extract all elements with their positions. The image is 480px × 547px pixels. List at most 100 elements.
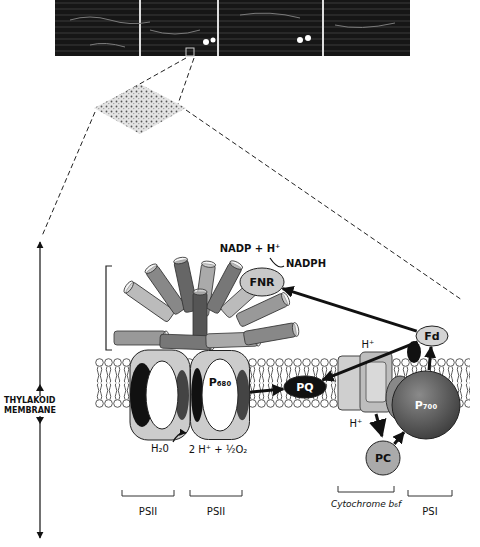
node-label: PC [375, 452, 391, 465]
electron-flow-arrow [250, 389, 283, 392]
cytochrome-b6f [338, 352, 392, 412]
electron-flow-arrow [283, 289, 417, 332]
membrane-trace [240, 13, 300, 18]
membrane-trace [150, 30, 200, 34]
node-text-group: PQ [296, 381, 313, 394]
node-outline [190, 350, 250, 440]
helix-cylinder [114, 331, 169, 345]
node-text-group: P₇₀₀ [415, 399, 438, 412]
helix-cylinder [194, 260, 216, 316]
zoom-marker [186, 48, 194, 56]
psii-subunit [191, 368, 203, 422]
node-text-group: FNR [249, 276, 274, 289]
bracket [338, 486, 394, 492]
complex-label: Cytochrome b₆f [330, 498, 402, 510]
helix-cylinder [193, 289, 207, 344]
helix-cylinder [243, 322, 300, 345]
cyt-subunit [366, 362, 386, 402]
electron-flow-arrow [429, 347, 431, 370]
helix-cylinder [122, 280, 175, 323]
panel-gap [139, 0, 141, 56]
membrane-trace [335, 23, 395, 28]
reaction-centre: P₆₈₀ [190, 350, 250, 440]
reaction-curve [270, 258, 284, 267]
psii-subunit [175, 370, 189, 420]
node-label: Fd [424, 330, 439, 343]
enzyme-oval: FNR [239, 267, 285, 297]
psii-subunit [130, 363, 154, 427]
plastoglobule [297, 37, 303, 43]
helix-cylinder [160, 334, 215, 350]
complex-label: PSII [138, 506, 158, 518]
plastoglobule [305, 35, 311, 41]
complex-label: PSI [421, 506, 438, 518]
plastoglobule [211, 38, 216, 43]
helix-cylinder [173, 256, 198, 313]
membrane-marker [36, 384, 44, 391]
membrane-trace [90, 43, 125, 47]
bracket [408, 490, 452, 496]
product-label: NADPH [285, 258, 327, 270]
node-shape [240, 268, 284, 296]
water-arrow [173, 433, 186, 442]
helix-cylinder [235, 291, 291, 327]
node-shape [416, 326, 448, 346]
electron-arrow [376, 414, 382, 436]
membrane-trace [70, 17, 150, 24]
carrier-oval: PQ [283, 375, 327, 399]
node-shape [366, 441, 400, 475]
antenna-bracket [106, 266, 112, 350]
grana-striations [55, 0, 410, 56]
cyt-subunit [360, 352, 392, 412]
helix-cylinder [206, 332, 261, 348]
micrograph [55, 0, 410, 56]
node-text-group: P₆₈₀ [209, 350, 232, 389]
node-label: PQ [296, 381, 313, 394]
proton-label: H⁺ [361, 339, 376, 351]
membrane-label: THYLAKOID MEMBRANE [3, 396, 55, 416]
cyt-subunit [338, 356, 364, 410]
scale-arrow [39, 242, 40, 538]
zoom-detail [94, 84, 186, 134]
complex-label: PSII [206, 506, 226, 518]
panel-gap [322, 0, 324, 56]
zoom-line [104, 58, 186, 104]
psii-subunit [146, 361, 178, 429]
membrane-marker [36, 417, 44, 424]
node-label: P₇₀₀ [415, 399, 438, 412]
bracket [122, 490, 174, 496]
psii-body [130, 350, 190, 440]
node-text-group: PC [375, 452, 391, 465]
node-label: FNR [249, 276, 274, 289]
helix-cylinder [206, 259, 244, 314]
carrier-oval: Fd [415, 325, 449, 347]
zoom-lines [42, 58, 462, 300]
helix-cylinder [144, 262, 187, 315]
plastoglobule [203, 39, 209, 45]
proton-label: H⁺ [349, 418, 364, 430]
psii-monomer [130, 350, 190, 440]
psi-subunit [407, 341, 421, 363]
node-shape [284, 376, 326, 398]
node-shape [191, 351, 250, 440]
product-label: 2 H⁺ + ½O₂ [188, 444, 249, 456]
node-text-group: Fd [424, 330, 439, 343]
reactant-label: H₂0 [150, 443, 170, 455]
zoom-line [186, 110, 462, 300]
lhcii-antenna [114, 256, 300, 350]
node-shape [392, 371, 460, 439]
carrier-circle: PC [365, 440, 401, 476]
reactant-label: NADP + H⁺ [219, 243, 282, 255]
panel-gap [217, 0, 219, 56]
micrograph-ground [55, 0, 410, 56]
zoom-line [42, 112, 95, 236]
complex-brackets [122, 486, 452, 496]
reaction-centre: P₇₀₀ [391, 370, 461, 440]
node-label: P₆₈₀ [209, 376, 232, 389]
bracket [190, 490, 242, 496]
zoom-line [178, 58, 194, 104]
electron-flow-arrow [394, 432, 404, 444]
